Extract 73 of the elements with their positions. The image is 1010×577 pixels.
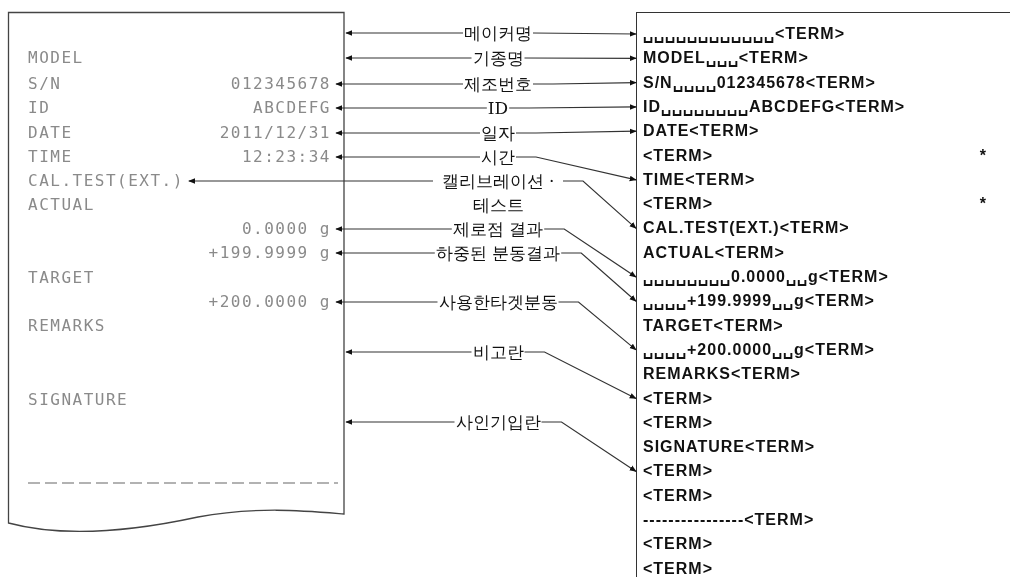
- output-line: <TERM>: [637, 532, 1009, 557]
- arrow: [345, 55, 473, 61]
- printed-line: 0.0000 g: [8, 218, 345, 240]
- arrow: [345, 349, 473, 355]
- output-line: ␣␣␣␣+199.9999␣␣g<TERM>: [637, 289, 1009, 314]
- callout-label: 시간: [481, 145, 515, 169]
- arrow: [335, 299, 439, 305]
- arrow: [335, 250, 436, 256]
- output-line: REMARKS<TERM>: [637, 362, 1009, 387]
- arrow: [345, 419, 456, 425]
- arrow: [188, 178, 434, 184]
- printed-line: ACTUAL: [8, 194, 345, 216]
- arrow: [335, 130, 481, 136]
- printed-line: +199.9999 g: [8, 242, 345, 264]
- arrow: [508, 104, 637, 110]
- arrow: [540, 421, 637, 472]
- output-line: ACTUAL<TERM>: [637, 240, 1009, 265]
- arrow: [562, 180, 637, 229]
- arrow: [560, 252, 637, 302]
- output-line: DATE<TERM>: [637, 119, 1009, 144]
- printed-line: REMARKS: [8, 315, 345, 337]
- arrow: [523, 55, 637, 62]
- output-line: <TERM>: [637, 386, 1009, 411]
- output-line: <TERM>: [637, 556, 1009, 577]
- output-line: <TERM>: [637, 459, 1009, 484]
- output-line: <TERM> *: [637, 143, 1009, 168]
- arrow: [335, 105, 488, 111]
- callout-label: 제조번호: [464, 72, 532, 96]
- callout-label: 비고란: [472, 340, 524, 364]
- callout-label: 제로점 결과: [452, 217, 544, 241]
- callout-label: 일자: [481, 121, 515, 145]
- output-line: ␣␣␣␣␣␣␣␣␣␣␣␣<TERM>: [637, 22, 1009, 46]
- output-line: ID␣␣␣␣␣␣␣␣ABCDEFG<TERM>: [637, 94, 1009, 119]
- printed-line: MODEL: [8, 47, 345, 69]
- printed-line: TARGET: [8, 267, 345, 289]
- output-format-panel: [636, 12, 1010, 577]
- output-line: <TERM> *: [637, 192, 1009, 217]
- output-line: ----------------<TERM>: [637, 508, 1009, 532]
- printed-line: DATE 2011/12/31: [8, 122, 345, 144]
- arrow: [515, 156, 637, 182]
- callout-label: ID: [487, 96, 509, 120]
- printed-line: ID ABCDEFG: [8, 97, 345, 119]
- callout-label: 하중된 분동결과: [435, 241, 561, 265]
- output-line: <TERM>: [637, 483, 1009, 508]
- output-line: TARGET<TERM>: [637, 313, 1009, 338]
- callout-label: 사용한타겟분동: [438, 290, 558, 314]
- arrow: [543, 228, 637, 278]
- arrow: [532, 79, 637, 86]
- callout-label: 사인기입란: [455, 410, 541, 434]
- output-line: MODEL␣␣␣<TERM>: [637, 46, 1009, 71]
- output-line: S/N␣␣␣␣012345678<TERM>: [637, 70, 1009, 95]
- callout-label: 캘리브레이션 ·테스트: [434, 169, 562, 217]
- output-line: ␣␣␣␣+200.0000␣␣g<TERM>: [637, 337, 1009, 362]
- arrow: [532, 31, 637, 37]
- callout-label: 기종명: [472, 46, 524, 70]
- arrow: [335, 154, 481, 160]
- printed-line: CAL.TEST(EXT.): [8, 170, 345, 192]
- output-line: CAL.TEST(EXT.)<TERM>: [637, 216, 1009, 241]
- printed-line: S/N 012345678: [8, 73, 345, 95]
- arrow: [335, 226, 453, 232]
- arrow: [335, 81, 464, 87]
- output-line: ␣␣␣␣␣␣␣␣0.0000␣␣g<TERM>: [637, 265, 1009, 289]
- printed-line: SIGNATURE: [8, 389, 345, 411]
- arrow: [523, 351, 637, 400]
- arrow: [345, 30, 464, 36]
- printed-line: +200.0000 g: [8, 291, 345, 313]
- arrow: [557, 301, 637, 351]
- output-line: SIGNATURE<TERM>: [637, 435, 1009, 460]
- printed-line: TIME 12:23:34: [8, 146, 345, 168]
- output-line: <TERM>: [637, 410, 1009, 435]
- output-line: TIME<TERM>: [637, 167, 1009, 192]
- callout-label: 메이커명: [464, 21, 532, 45]
- arrow: [515, 128, 637, 135]
